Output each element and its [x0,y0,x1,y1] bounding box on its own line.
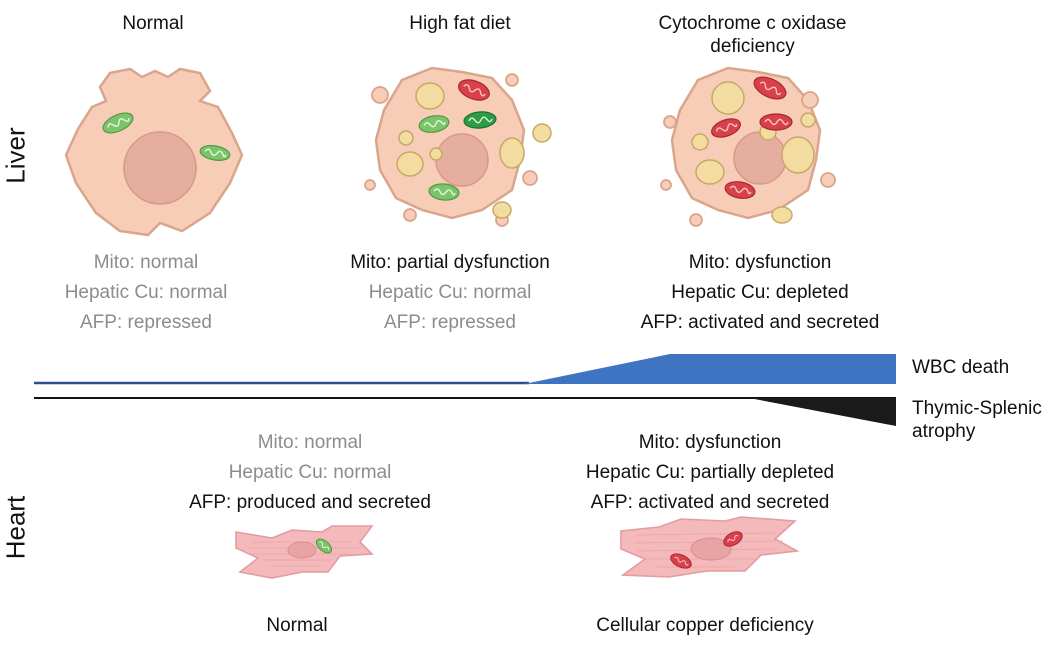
mitochondrion-damaged [753,76,787,100]
lipid-droplet [695,159,725,185]
liver-cell-cox-deficiency [660,66,836,227]
thymic-splenic-label-2: atrophy [912,421,976,442]
thymic-splenic-wedge [749,398,896,426]
liver-normal-line-2: Hepatic Cu: normal [64,282,228,303]
liver-title-normal: Normal [122,13,184,34]
nucleus [123,131,197,205]
mitochondrion-healthy [199,145,231,161]
mitochondrion-healthy [463,111,497,129]
lipid-droplet [711,81,745,115]
thymic-splenic-label-1: Thymic-Splenic [912,398,1042,419]
cardiomyocyte-normal [235,525,374,579]
heart-cu-line-2: Hepatic Cu: partially depleted [585,462,835,483]
liver-cox-line-3: AFP: activated and secreted [640,312,880,333]
mitochondrion-healthy [428,183,460,201]
heart-title-cu-deficiency: Cellular copper deficiency [596,615,814,636]
lipid-droplet [415,82,445,110]
liver-cox-line-1: Mito: dysfunction [688,252,832,273]
lipid-droplet [691,133,709,151]
nucleus [287,541,317,559]
wbc-death-bar [34,354,896,385]
cardiomyocyte-cu-deficient [620,516,800,578]
lipid-droplet [532,123,552,143]
nucleus [435,133,489,187]
lipid-droplet [800,112,816,128]
row-label-heart: Heart [0,495,31,560]
lipid-droplet [492,201,512,219]
mitochondrion-damaged [723,531,743,547]
mitochondrion-damaged [670,553,692,569]
heart-normal-line-3: AFP: produced and secreted [189,492,431,513]
nucleus [733,131,787,185]
liver-hfd-line-2: Hepatic Cu: normal [368,282,532,303]
mitochondrion-damaged [724,181,756,199]
lipid-droplet [429,147,443,161]
mitochondrion-damaged [458,79,490,101]
liver-title-high-fat: High fat diet [409,13,511,34]
lipid-droplet [781,136,815,174]
row-label-liver: Liver [0,127,31,184]
liver-title-cox-1: Cytochrome c oxidase [658,13,847,34]
heart-cu-line-1: Mito: dysfunction [638,432,782,453]
liver-cox-line-2: Hepatic Cu: depleted [671,282,849,303]
liver-normal-line-3: AFP: repressed [80,312,212,333]
wbc-death-wedge [524,354,896,384]
mitochondrion-damaged [759,113,793,131]
lipid-droplet [771,206,793,224]
thymic-splenic-bar [34,397,896,426]
mitochondrion-healthy [418,115,450,133]
nucleus [690,537,732,561]
wbc-death-label: WBC death [912,357,1010,378]
lipid-droplet [396,151,424,177]
liver-cell-high-fat [364,66,552,227]
liver-normal-line-1: Mito: normal [93,252,199,273]
liver-hfd-line-1: Mito: partial dysfunction [350,252,550,273]
liver-title-cox-2: deficiency [710,36,795,57]
liver-cell-normal [64,67,244,237]
heart-title-normal: Normal [266,615,328,636]
mitochondrion-healthy [102,112,134,134]
lipid-droplet [398,130,414,146]
mitochondrion-healthy [315,538,333,554]
lipid-droplet [499,137,525,169]
liver-hfd-line-3: AFP: repressed [384,312,516,333]
heart-normal-line-2: Hepatic Cu: normal [228,462,392,483]
mitochondrion-damaged [711,118,741,138]
heart-normal-line-1: Mito: normal [257,432,363,453]
heart-cu-line-3: AFP: activated and secreted [590,492,830,513]
